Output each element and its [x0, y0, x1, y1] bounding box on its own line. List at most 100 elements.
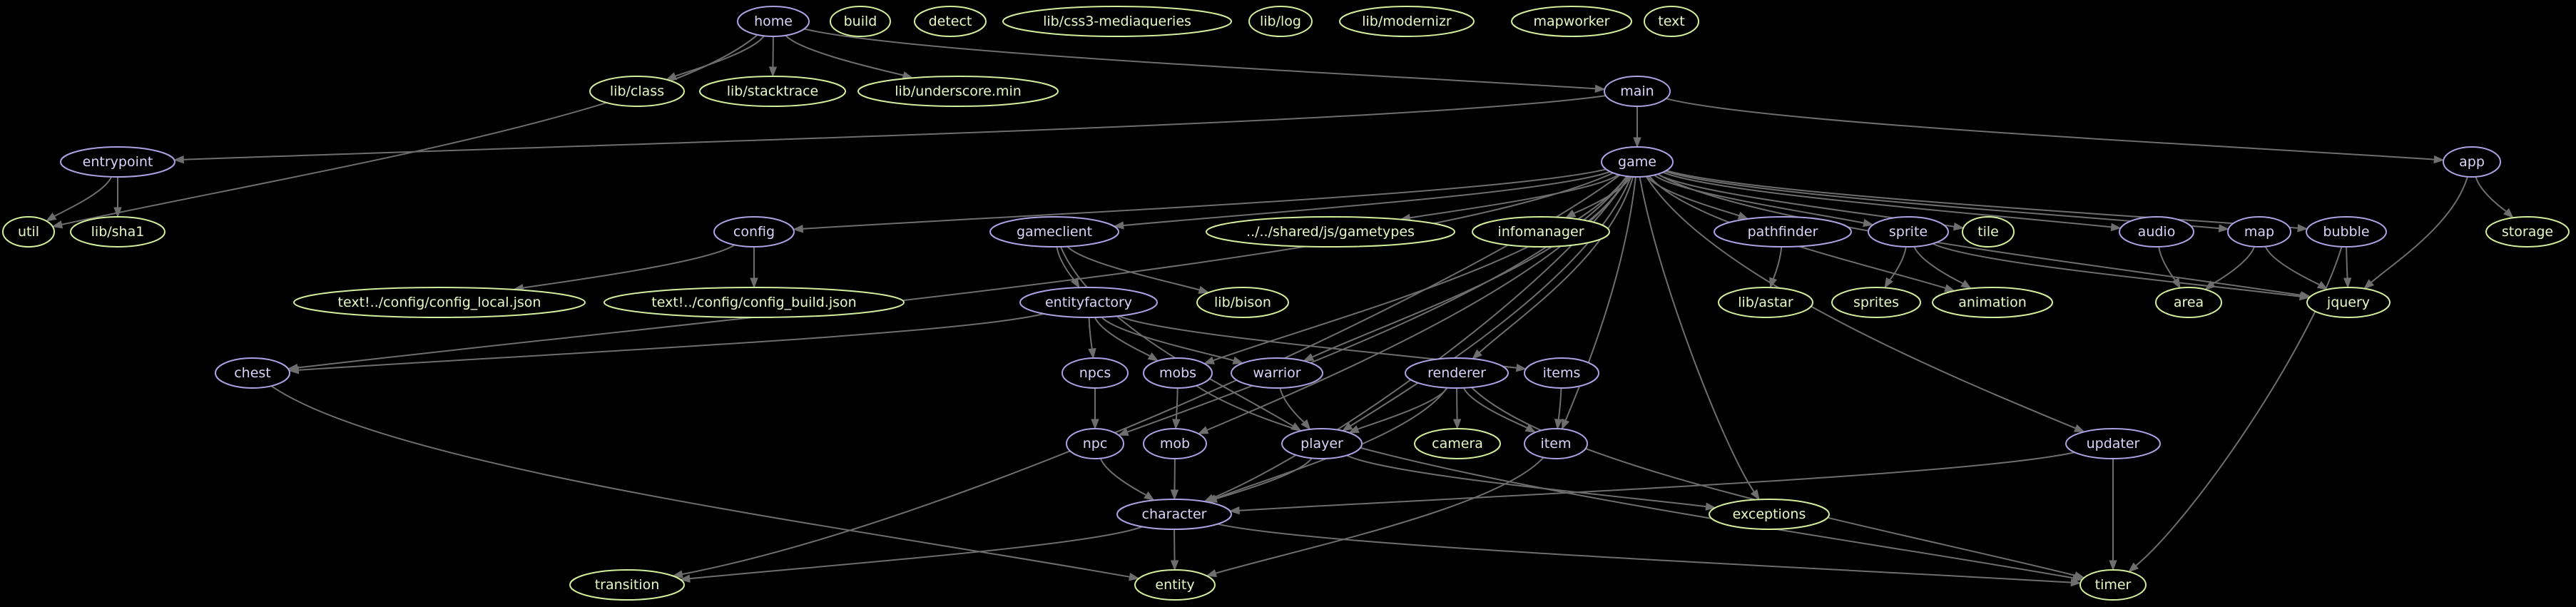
node-exceptions[interactable]: exceptions: [1709, 499, 1830, 530]
node-game[interactable]: game: [1601, 146, 1674, 178]
node-timer[interactable]: timer: [2079, 569, 2147, 601]
edge-entityfactory-to-warrior: [1101, 316, 1234, 362]
node-config[interactable]: config: [713, 216, 795, 248]
arrowhead-game-to-renderer: [1472, 349, 1482, 359]
node-player[interactable]: player: [1281, 428, 1363, 459]
node-npc[interactable]: npc: [1066, 428, 1124, 459]
node-npc-shape: [1066, 428, 1124, 459]
node-infomanager-label: infomanager: [1497, 224, 1584, 240]
arrowhead-entityfactory-to-npcs: [1088, 347, 1096, 359]
node-pathfinder-label: pathfinder: [1748, 224, 1818, 240]
node-underscore[interactable]: lib/underscore.min: [857, 76, 1059, 107]
node-detect[interactable]: detect: [914, 6, 987, 37]
node-camera[interactable]: camera: [1414, 428, 1501, 459]
arrowhead-game-to-map: [2218, 224, 2230, 233]
node-entity[interactable]: entity: [1134, 569, 1216, 601]
node-bubble-shape: [2306, 216, 2387, 248]
arrowhead-warrior-to-player: [1300, 419, 1311, 430]
edge-home-to-util: [61, 34, 758, 225]
node-audio[interactable]: audio: [2119, 216, 2194, 248]
arrowhead-npcs-to-npc: [1091, 419, 1099, 430]
node-mobs-label: mobs: [1159, 365, 1196, 381]
node-character-label: character: [1142, 506, 1207, 522]
node-gametypes[interactable]: ../../shared/js/gametypes: [1206, 216, 1455, 248]
node-text[interactable]: text: [1644, 6, 1699, 37]
node-build[interactable]: build: [830, 6, 891, 37]
arrowhead-entityfactory-to-mobs: [1147, 352, 1159, 362]
node-area-shape: [2155, 287, 2222, 318]
node-app[interactable]: app: [2443, 146, 2501, 178]
node-entityfactory[interactable]: entityfactory: [1019, 287, 1158, 318]
node-astar[interactable]: lib/astar: [1718, 287, 1813, 318]
node-character[interactable]: character: [1116, 499, 1232, 530]
node-bubble-label: bubble: [2323, 224, 2369, 240]
node-bison[interactable]: lib/bison: [1196, 287, 1289, 318]
node-items[interactable]: items: [1524, 357, 1599, 389]
node-map[interactable]: map: [2227, 216, 2291, 248]
node-home[interactable]: home: [737, 6, 810, 37]
edge-main-to-app: [1665, 98, 2435, 160]
node-text-label: text: [1658, 14, 1685, 29]
node-warrior[interactable]: warrior: [1231, 357, 1323, 389]
node-util[interactable]: util: [2, 216, 55, 248]
arrowhead-sprite-to-jquery: [2299, 292, 2311, 301]
node-area[interactable]: area: [2155, 287, 2222, 318]
node-sprite[interactable]: sprite: [1868, 216, 1949, 248]
node-chest-label: chest: [234, 365, 271, 381]
node-tile[interactable]: tile: [1962, 216, 2015, 248]
arrowhead-player-to-exceptions: [1705, 502, 1716, 511]
node-chest[interactable]: chest: [215, 357, 290, 389]
node-modernizr[interactable]: lib/modernizr: [1339, 6, 1475, 37]
arrowhead-game-to-animation: [1944, 284, 1956, 292]
edge-game-to-config: [803, 168, 1607, 230]
node-configbuild[interactable]: text!../config/config_build.json: [604, 287, 905, 318]
arrowhead-chest-to-entity: [1129, 572, 1140, 581]
node-updater[interactable]: updater: [2065, 428, 2161, 459]
node-entrypoint[interactable]: entrypoint: [60, 146, 175, 178]
node-build-shape: [830, 6, 891, 37]
node-jquery[interactable]: jquery: [2306, 287, 2391, 318]
edge-gameclient-to-bison: [1066, 245, 1200, 291]
node-class[interactable]: lib/class: [589, 76, 685, 107]
node-css3mq[interactable]: lib/css3-mediaqueries: [1002, 6, 1232, 37]
node-sha1[interactable]: lib/sha1: [70, 216, 166, 248]
arrowhead-game-to-mobs: [1203, 356, 1215, 364]
node-mapworker[interactable]: mapworker: [1511, 6, 1632, 37]
node-config-label: config: [733, 224, 775, 240]
node-transition[interactable]: transition: [569, 569, 685, 601]
node-mobs-shape: [1143, 357, 1213, 389]
node-main-label: main: [1620, 83, 1654, 99]
node-renderer[interactable]: renderer: [1405, 357, 1509, 389]
node-transition-label: transition: [595, 577, 660, 593]
node-renderer-label: renderer: [1427, 365, 1486, 381]
node-mobs[interactable]: mobs: [1143, 357, 1213, 389]
node-item[interactable]: item: [1524, 428, 1588, 459]
edge-game-to-pathfinder: [1646, 175, 1740, 217]
arrowhead-game-to-warrior: [1303, 353, 1315, 362]
node-config-shape: [713, 216, 795, 248]
node-stacktrace-shape: [699, 76, 846, 107]
node-game-label: game: [1618, 154, 1656, 170]
node-bubble[interactable]: bubble: [2306, 216, 2387, 248]
node-configlocal[interactable]: text!../config/config_local.json: [293, 287, 586, 318]
node-animation[interactable]: animation: [1932, 287, 2053, 318]
node-infomanager[interactable]: infomanager: [1472, 216, 1610, 248]
node-gameclient[interactable]: gameclient: [989, 216, 1119, 248]
node-log[interactable]: lib/log: [1248, 6, 1313, 37]
arrowhead-home-to-main: [1594, 84, 1606, 93]
node-storage[interactable]: storage: [2485, 216, 2570, 248]
arrowhead-updater-to-timer: [2109, 560, 2117, 571]
node-mob-label: mob: [1160, 436, 1190, 452]
node-mob[interactable]: mob: [1143, 428, 1207, 459]
arrowhead-character-to-timer: [2070, 578, 2082, 587]
edge-game-to-item: [1564, 176, 1636, 421]
arrowhead-app-to-jquery: [2363, 279, 2375, 290]
node-npcs[interactable]: npcs: [1062, 357, 1129, 389]
node-sprites[interactable]: sprites: [1831, 287, 1921, 318]
node-astar-label: lib/astar: [1738, 295, 1793, 310]
node-stacktrace[interactable]: lib/stacktrace: [699, 76, 846, 107]
arrowhead-game-to-transition: [672, 570, 683, 578]
node-main[interactable]: main: [1604, 76, 1671, 107]
node-pathfinder[interactable]: pathfinder: [1714, 216, 1852, 248]
arrowhead-renderer-to-timer: [2074, 571, 2085, 580]
